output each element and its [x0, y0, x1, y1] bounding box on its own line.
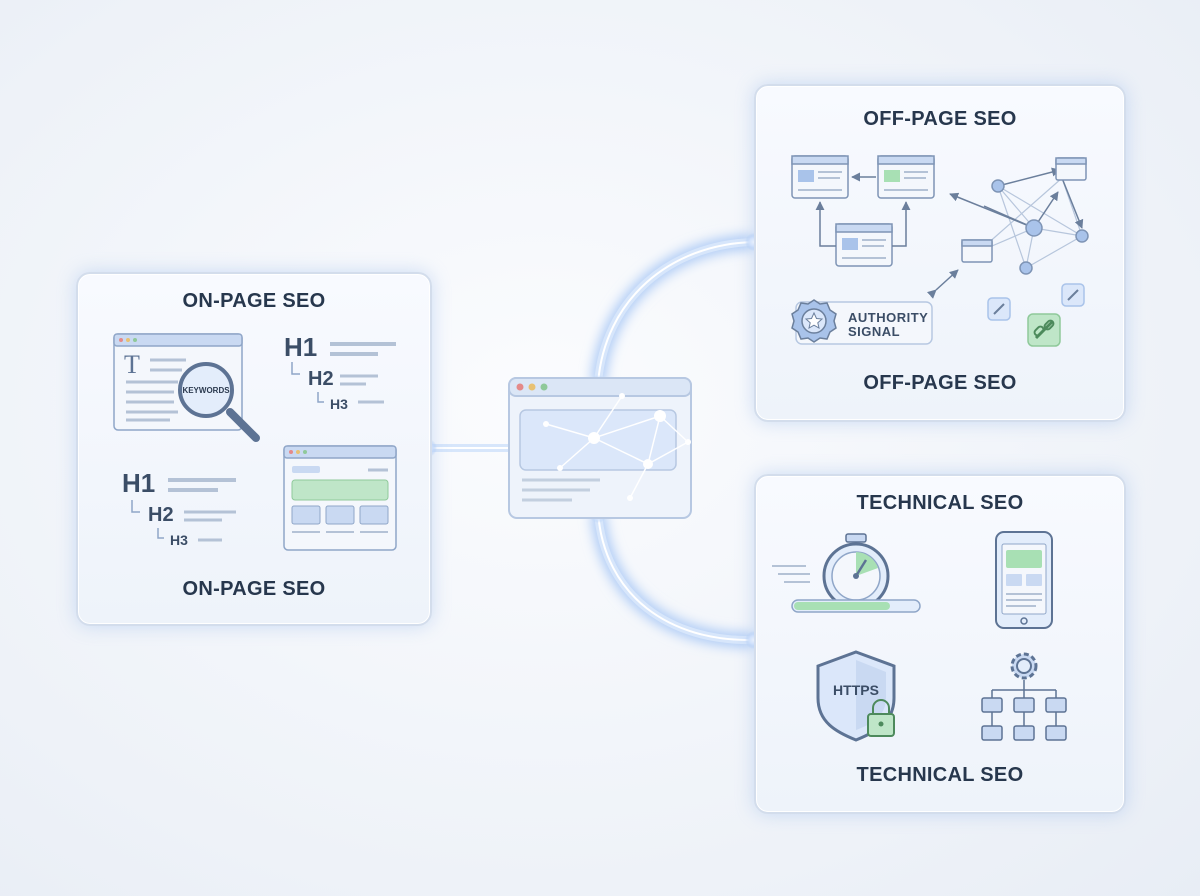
heading-b-h3: H3: [170, 532, 188, 548]
progress-bar-icon: [791, 599, 921, 613]
heading-a-h3: H3: [330, 396, 348, 412]
mobile-phone-icon: [995, 531, 1053, 629]
heading-a-h2: H2: [308, 368, 334, 390]
technical-title-bottom: TECHNICAL SEO: [856, 764, 1024, 786]
off-page-title-top: OFF-PAGE SEO: [863, 108, 1017, 130]
off-page-title-bottom: OFF-PAGE SEO: [863, 372, 1017, 394]
link-network-icon: [926, 157, 1089, 299]
heading-a-h1: H1: [284, 332, 318, 362]
connector-technical: [591, 511, 755, 648]
on-page-panel: ON-PAGE SEO: [76, 272, 432, 626]
authority-badge: [791, 299, 933, 345]
backlink-pages-icon: [791, 155, 935, 267]
text-glyph: T: [124, 350, 140, 379]
authority-label-line2: SIGNAL: [848, 324, 901, 339]
badge-icon: [791, 299, 837, 343]
shield-lock-icon: [816, 650, 896, 742]
connector-off-page: [591, 235, 755, 385]
heading-b-h2: H2: [148, 504, 174, 526]
heading-b-h1: H1: [122, 468, 156, 498]
magnifier-label: KEYWORDS: [182, 386, 230, 395]
technical-panel: TECHNICAL SEO: [754, 474, 1126, 814]
magnifier-icon: [178, 362, 260, 442]
heading-hierarchy-icon-b: [131, 478, 236, 542]
on-page-illustration: [113, 333, 397, 551]
https-label: HTTPS: [833, 682, 879, 698]
link-chain-icon: [987, 283, 1085, 347]
webpage-layout-icon: [283, 445, 397, 551]
on-page-title-top: ON-PAGE SEO: [182, 290, 326, 312]
authority-label-line1: AUTHORITY: [848, 310, 929, 325]
off-page-panel: OFF-PAGE SEO: [754, 84, 1126, 422]
technical-title-top: TECHNICAL SEO: [856, 492, 1024, 514]
gear-sitemap-icon: [981, 652, 1067, 741]
stopwatch-icon: [772, 533, 890, 610]
off-page-illustration: [791, 155, 1089, 347]
heading-hierarchy-icon: [291, 342, 396, 404]
technical-illustration: [772, 531, 1067, 742]
on-page-title-bottom: ON-PAGE SEO: [182, 578, 326, 600]
